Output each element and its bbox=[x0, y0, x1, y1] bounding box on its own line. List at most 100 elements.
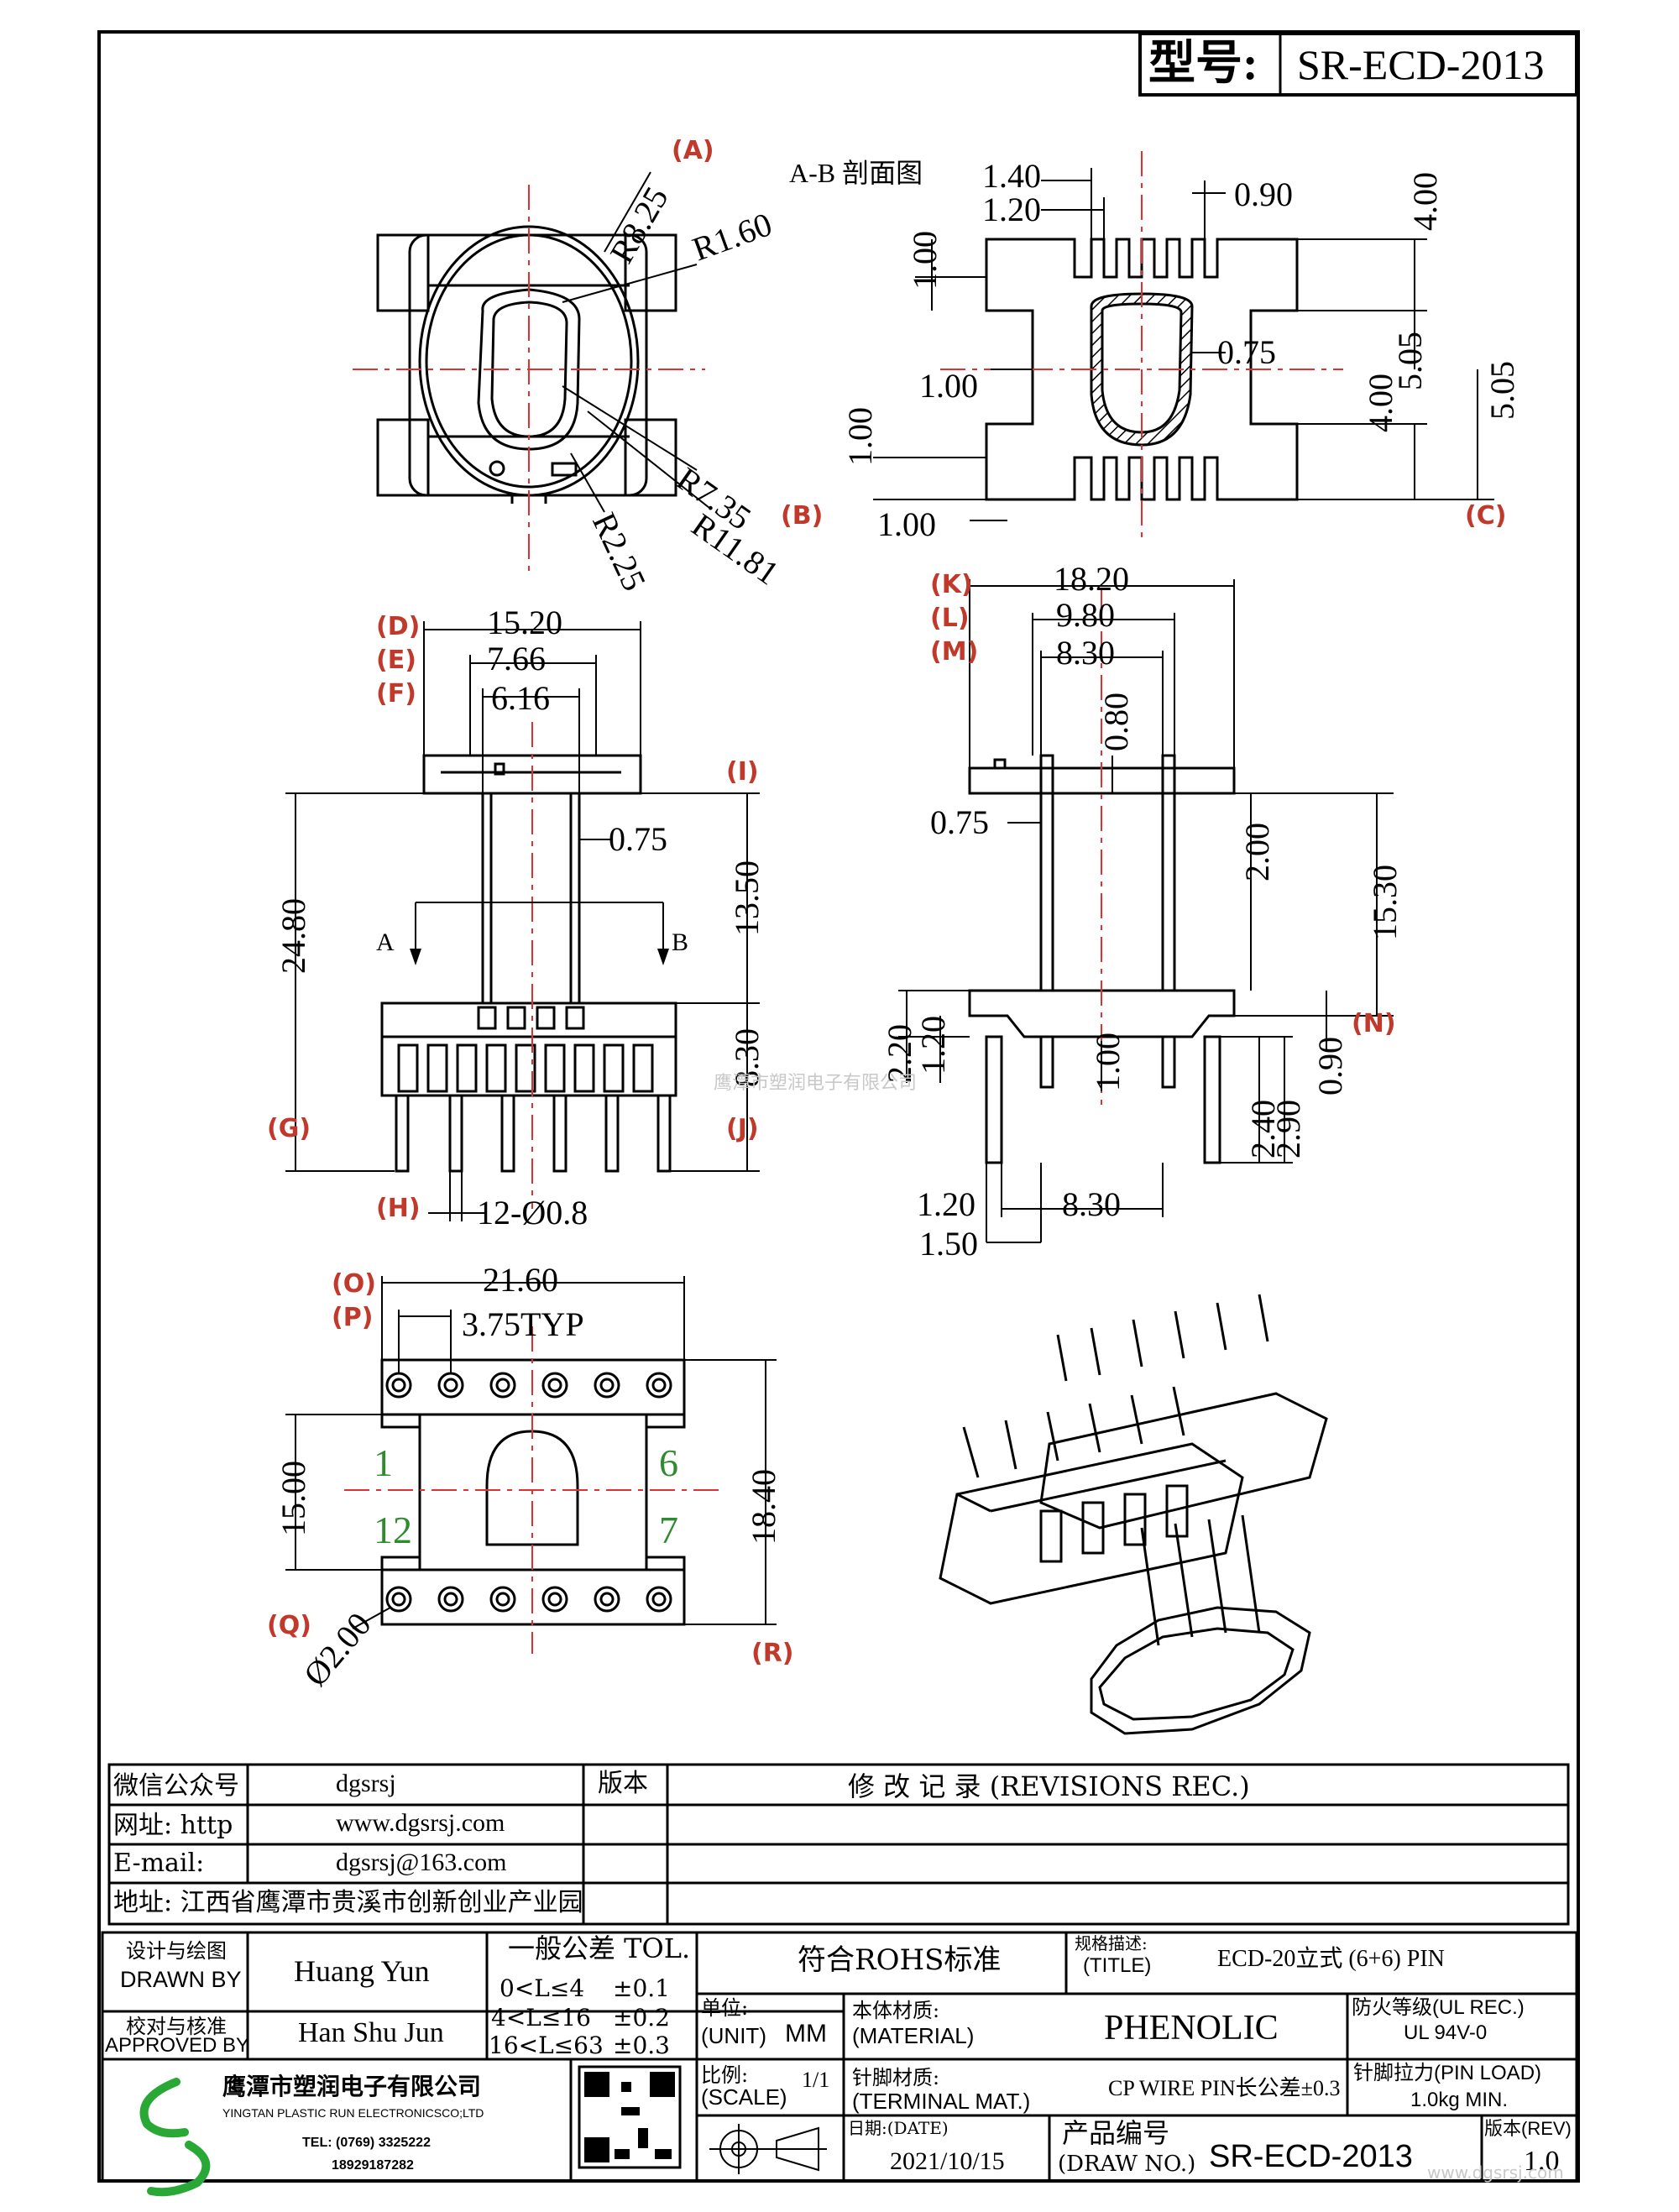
dim: 0.75 bbox=[930, 803, 989, 841]
dim: 9.80 bbox=[1056, 596, 1115, 634]
title-label-cn: 规格描述: bbox=[1075, 1933, 1148, 1953]
ref-e: (E) bbox=[376, 646, 416, 675]
info-label: E-mail: bbox=[113, 1849, 205, 1878]
terminal-label-en: (TERMINAL MAT.) bbox=[852, 2089, 1031, 2114]
dim: 6.16 bbox=[491, 679, 550, 717]
dim: 0.90 bbox=[1311, 1037, 1349, 1096]
rev-value: 1.0 bbox=[1524, 2146, 1560, 2177]
tol-range: 0<L≤4 bbox=[500, 1974, 585, 2002]
material-label-en: (MATERIAL) bbox=[852, 2023, 975, 2048]
dim: 0.75 bbox=[1217, 333, 1276, 371]
dim: 0.80 bbox=[1097, 693, 1135, 751]
top-view-centerlines bbox=[353, 185, 705, 571]
tol-range: 4<L≤16 bbox=[491, 2004, 591, 2032]
dim: 2.90 bbox=[1269, 1100, 1307, 1158]
dim: 8.30 bbox=[1056, 634, 1115, 672]
date-label: 日期:(DATE) bbox=[848, 2118, 949, 2138]
info-value: dgsrsj@163.com bbox=[336, 1849, 507, 1876]
dim: 13.50 bbox=[728, 860, 766, 936]
model-value: SR-ECD-2013 bbox=[1297, 41, 1545, 88]
ref-k: (K) bbox=[930, 570, 973, 599]
rohs-label: 符合ROHS标准 bbox=[798, 1943, 1002, 1977]
drawno-label-cn: 产品编号 bbox=[1062, 2117, 1170, 2149]
material-value: PHENOLIC bbox=[1104, 2009, 1279, 2047]
ref-f: (F) bbox=[376, 679, 416, 709]
side-dimlines bbox=[898, 579, 1394, 1243]
company-tel: TEL: (0769) 3325222 bbox=[302, 2136, 431, 2150]
dim: 3.75TYP bbox=[462, 1305, 584, 1343]
tolerance-title: 一般公差 TOL. bbox=[508, 1932, 691, 1964]
section-title: A-B 剖面图 bbox=[789, 158, 923, 188]
watermark: 鹰潭市塑润电子有限公司 bbox=[714, 1073, 918, 1094]
pin-load-value: 1.0kg MIN. bbox=[1410, 2089, 1509, 2111]
model-box bbox=[1138, 32, 1578, 97]
terminal-label-cn: 针脚材质: bbox=[852, 2066, 940, 2089]
dim: 15.20 bbox=[487, 604, 562, 641]
tol-range: 16<L≤63 bbox=[489, 2032, 604, 2059]
info-value: dgsrsj bbox=[336, 1770, 396, 1797]
pin-number: 7 bbox=[659, 1509, 678, 1551]
dim: 21.60 bbox=[483, 1261, 558, 1299]
drawno-value: SR-ECD-2013 bbox=[1209, 2139, 1413, 2174]
front-dimlines bbox=[285, 621, 760, 1221]
rev-label: 版本(REV) bbox=[1484, 2118, 1572, 2139]
info-value: www.dgsrsj.com bbox=[336, 1809, 505, 1837]
projection-symbol bbox=[709, 2124, 827, 2174]
scale-value: 1/1 bbox=[802, 2068, 830, 2092]
unit-label-en: (UNIT) bbox=[701, 2023, 766, 2048]
date-value: 2021/10/15 bbox=[890, 2147, 1005, 2175]
ref-j: (J) bbox=[726, 1114, 759, 1143]
pin-number: 1 bbox=[374, 1441, 393, 1484]
front-view bbox=[380, 754, 677, 1173]
ref-h: (H) bbox=[376, 1194, 421, 1223]
bottom-dimlines bbox=[285, 1276, 777, 1629]
ref-o: (O) bbox=[332, 1269, 376, 1299]
dim: 1.00 bbox=[919, 367, 978, 405]
dim: 1.00 bbox=[841, 407, 879, 466]
approved-label-cn: 校对与核准 bbox=[126, 2015, 227, 2038]
dim: 18.40 bbox=[745, 1469, 782, 1545]
dim: 0.90 bbox=[1234, 175, 1293, 213]
title-value: ECD-20立式 (6+6) PIN bbox=[1217, 1946, 1445, 1972]
ref-d: (D) bbox=[376, 612, 421, 641]
drawn-by: Huang Yun bbox=[294, 1954, 430, 1988]
version-header: 版本 bbox=[598, 1769, 648, 1798]
top-view-leaders bbox=[562, 171, 710, 513]
info-label: 网址: http bbox=[113, 1811, 233, 1840]
dim: 7.66 bbox=[487, 640, 546, 677]
approved-by: Han Shu Jun bbox=[298, 2017, 444, 2048]
dim: 4.00 bbox=[1406, 172, 1444, 231]
pin-load-label: 针脚拉力(PIN LOAD) bbox=[1353, 2062, 1542, 2084]
dim: 0.75 bbox=[609, 820, 667, 858]
ref-g: (G) bbox=[267, 1114, 311, 1143]
ref-b: (B) bbox=[781, 501, 824, 531]
tol-value: ±0.2 bbox=[613, 2004, 670, 2032]
dim: 1.50 bbox=[919, 1225, 978, 1263]
dim: 1.20 bbox=[982, 191, 1041, 228]
company-en: YINGTAN PLASTIC RUN ELECTRONICSCO;LTD bbox=[222, 2106, 484, 2120]
drawn-by-label-cn: 设计与绘图 bbox=[126, 1939, 227, 1963]
company-cn: 鹰潭市塑润电子有限公司 bbox=[222, 2073, 482, 2100]
section-view bbox=[985, 238, 1299, 501]
ref-l: (L) bbox=[930, 604, 970, 633]
scale-label-en: (SCALE) bbox=[701, 2084, 787, 2110]
sheet-border bbox=[97, 30, 1580, 2183]
company-mobile: 18929187282 bbox=[332, 2158, 414, 2173]
ref-n: (N) bbox=[1352, 1009, 1396, 1038]
revisions-header: 修 改 记 录 (REVISIONS REC.) bbox=[848, 1770, 1250, 1802]
dim: 18.20 bbox=[1054, 560, 1129, 598]
ref-q: (Q) bbox=[267, 1611, 311, 1640]
dim: 1.20 bbox=[917, 1185, 975, 1223]
dim: 1.00 bbox=[906, 231, 944, 290]
dim: 24.80 bbox=[275, 898, 312, 974]
dim: 1.00 bbox=[877, 505, 936, 543]
dim: 15.00 bbox=[275, 1461, 312, 1536]
info-label: 地址: 江西省鹰潭市贵溪市创新创业产业园 bbox=[113, 1888, 583, 1917]
dim: 1.40 bbox=[982, 157, 1041, 195]
drawno-label-en: (DRAW NO.) bbox=[1058, 2152, 1196, 2177]
pin-number: 6 bbox=[659, 1441, 678, 1484]
model-label: 型号: bbox=[1148, 38, 1258, 90]
top-view bbox=[376, 225, 677, 504]
dim: 4.00 bbox=[1362, 374, 1399, 432]
